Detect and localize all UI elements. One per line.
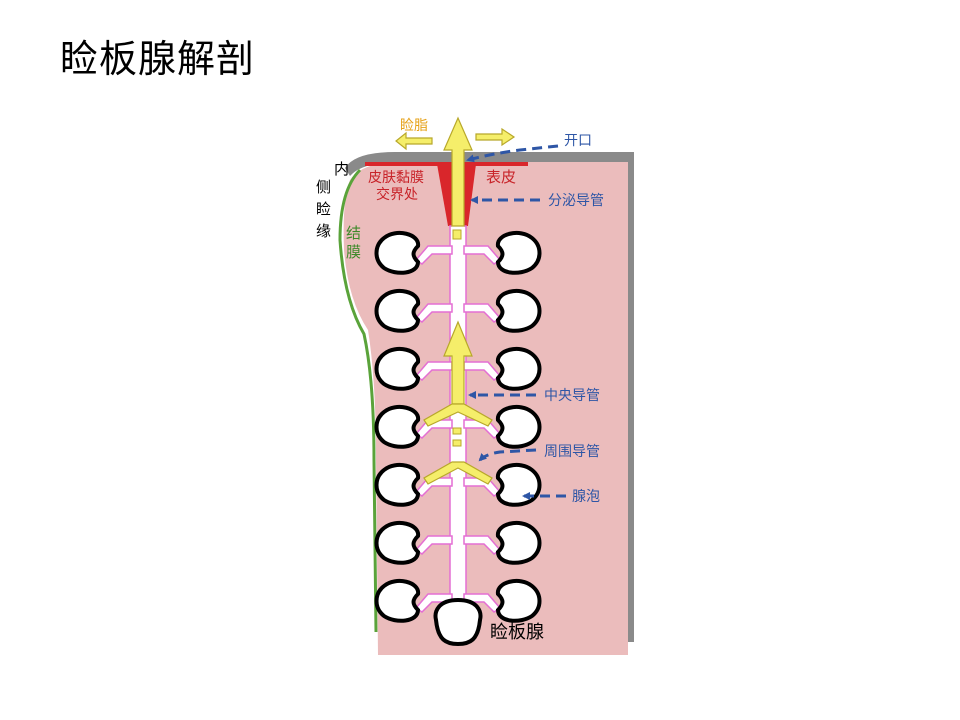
acinus: [495, 462, 542, 507]
acinus-label: 腺泡: [572, 489, 600, 505]
acinus: [374, 578, 421, 623]
acinus: [374, 288, 421, 333]
acinus: [374, 462, 421, 507]
medial-lid-margin-char: 侧: [316, 178, 331, 196]
acini-group: [374, 230, 542, 623]
acinus: [374, 404, 421, 449]
slide-title: 睑板腺解剖: [60, 37, 256, 81]
conjunctiva-char: 结: [346, 224, 361, 242]
acinus: [495, 230, 542, 275]
conjunctiva-line: [338, 168, 378, 633]
branch-duct: [414, 535, 502, 555]
mucocutaneous-junction-label-2: 交界处: [376, 186, 418, 203]
meibomian-gland-label: 睑板腺: [490, 622, 544, 643]
peripheral-duct-label: 周围导管: [544, 444, 600, 460]
medial-lid-margin-char: 缘: [316, 222, 331, 240]
acinus: [495, 288, 542, 333]
epidermis-label: 表皮: [486, 168, 516, 186]
annotation-arrows: [466, 144, 566, 500]
acinus: [495, 520, 542, 565]
acinus: [374, 230, 421, 275]
peripheral-duct-arrow: [423, 461, 493, 485]
branch-duct: [414, 303, 502, 323]
meibum-arrow: [395, 116, 516, 240]
acinus: [374, 520, 421, 565]
acinus: [433, 597, 483, 647]
mucocutaneous-junction-label: 皮肤黏膜: [368, 170, 424, 186]
orifice-label: 开口: [564, 133, 592, 149]
acinus: [495, 404, 542, 449]
acinus: [495, 578, 542, 623]
excretory-duct-label: 分泌导管: [548, 193, 604, 209]
acinus: [374, 346, 421, 391]
medial-lid-margin-char: 内: [334, 160, 349, 178]
central-duct-arrow: [423, 320, 493, 447]
branch-duct: [414, 245, 502, 265]
meibum-label: 睑脂: [400, 118, 428, 134]
peripheral-duct-pointer: [478, 448, 537, 462]
orifice-pointer: [466, 144, 559, 163]
central-duct-label: 中央导管: [544, 388, 600, 404]
conjunctiva-char: 膜: [346, 243, 361, 261]
medial-lid-margin-char: 睑: [316, 200, 331, 218]
acinus: [495, 346, 542, 391]
